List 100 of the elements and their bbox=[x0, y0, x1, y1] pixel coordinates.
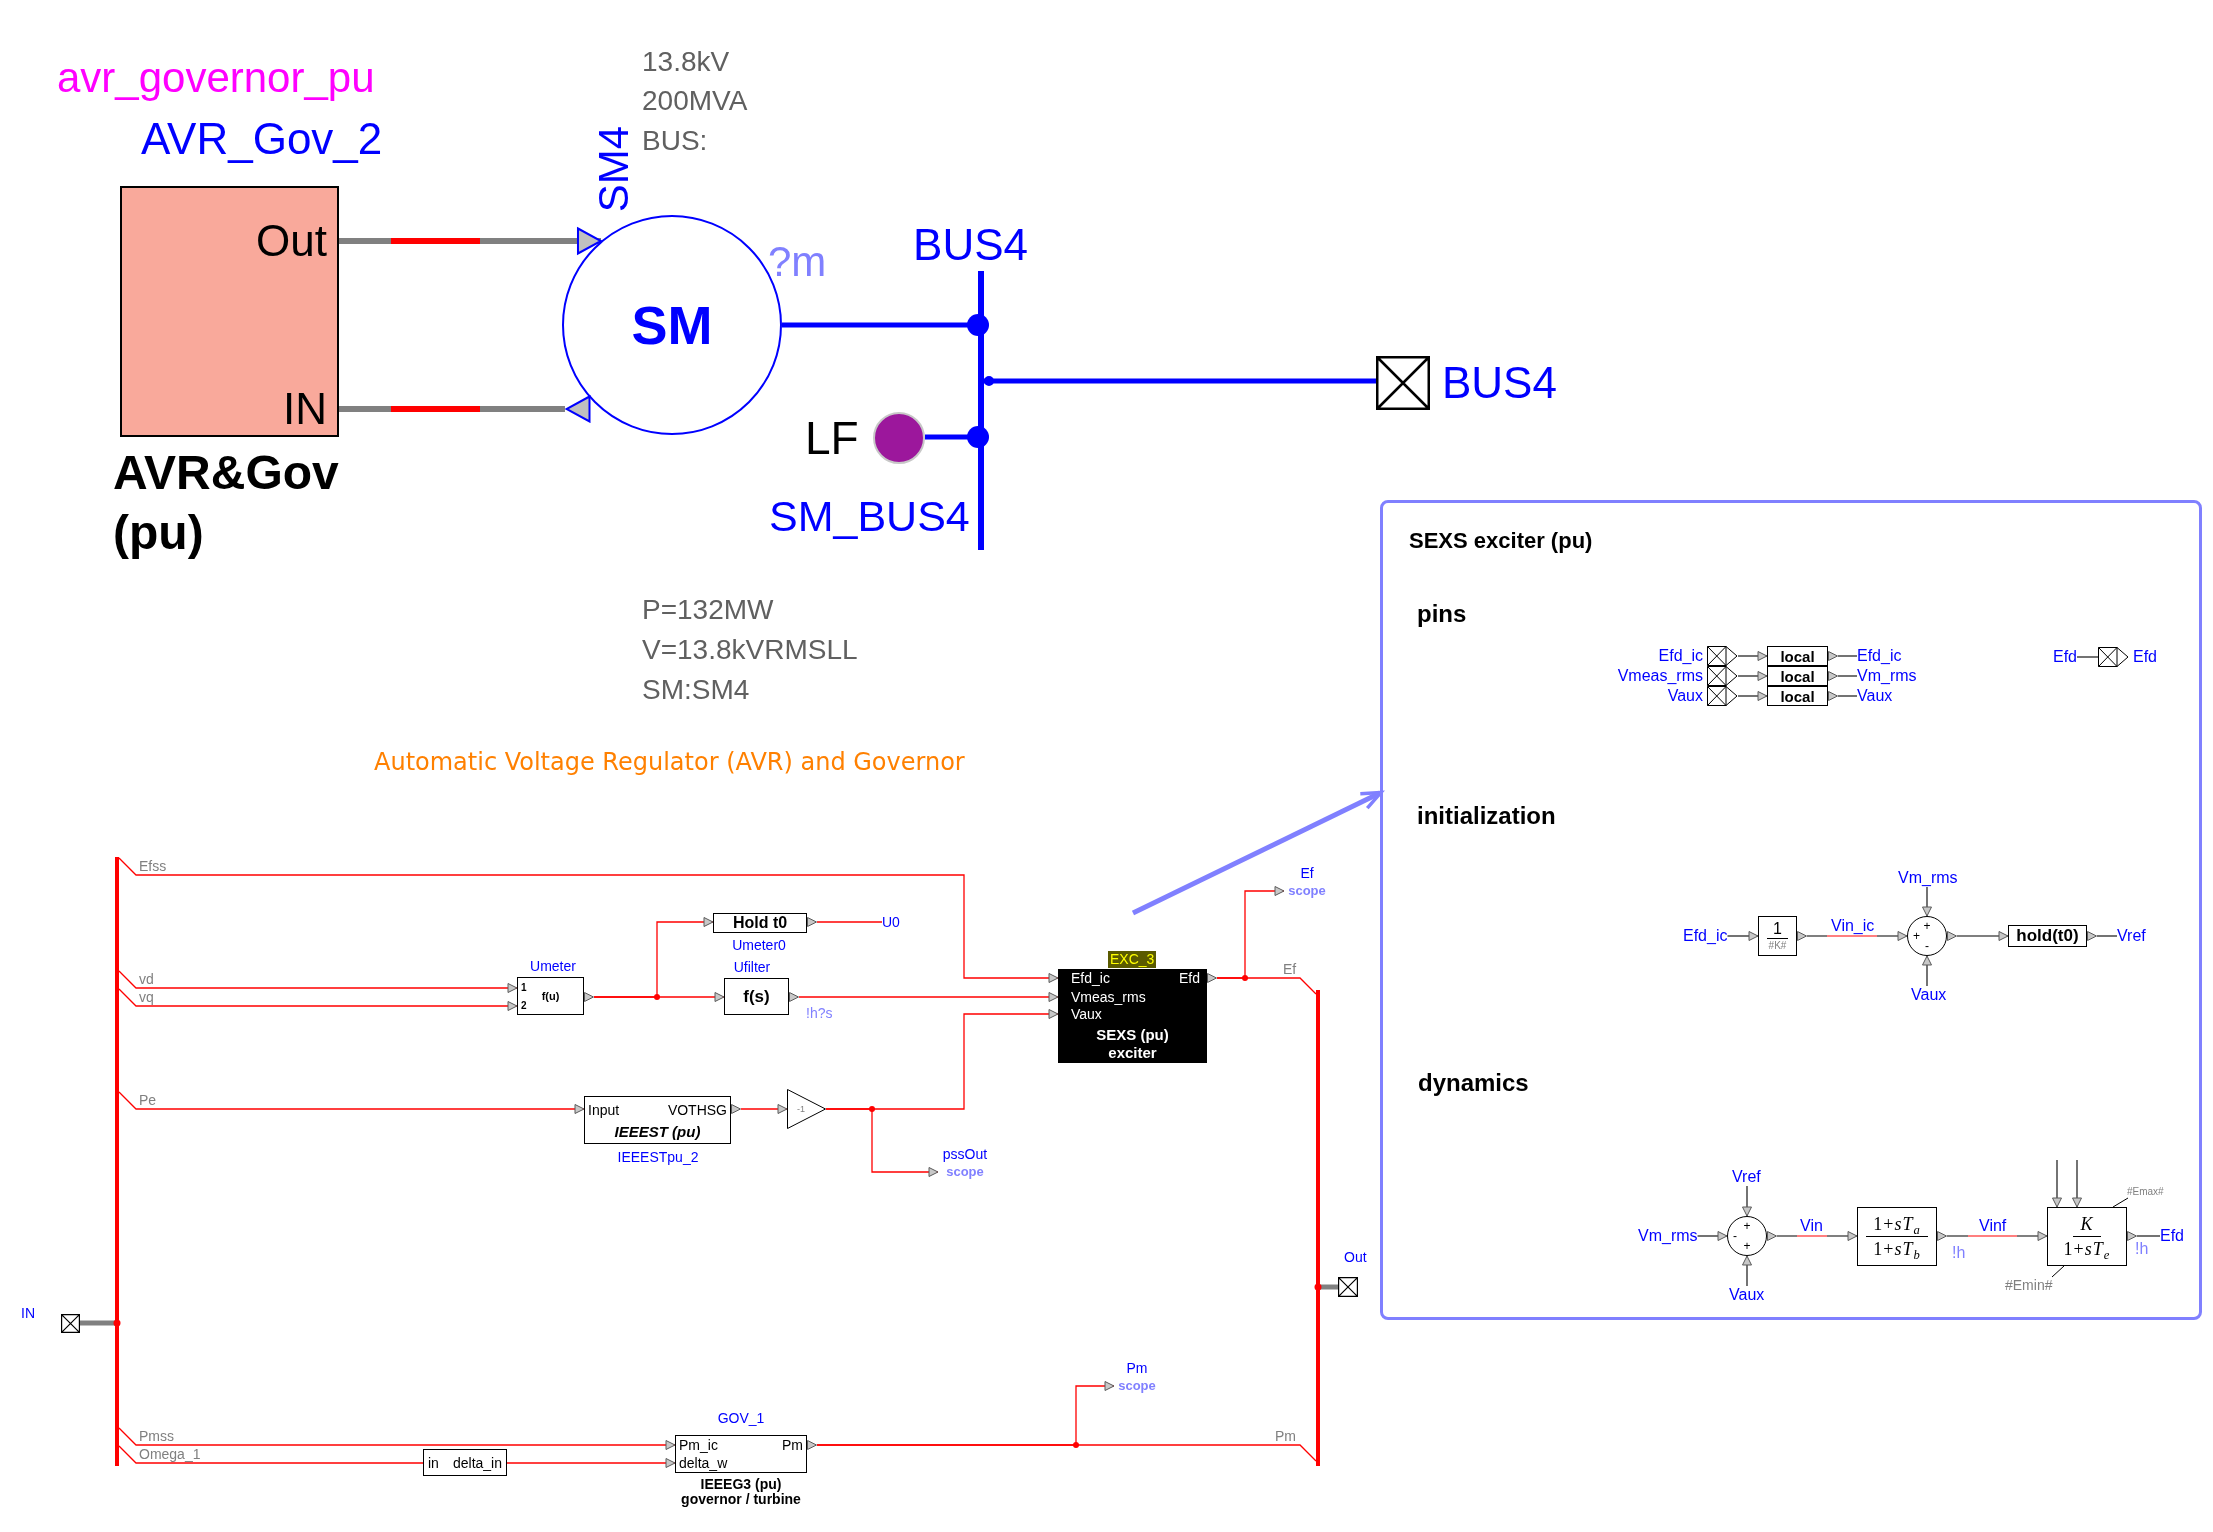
section-heading: initialization bbox=[1417, 802, 1556, 830]
port-label: Efd_ic bbox=[1071, 970, 1110, 986]
signal-label: #Emin# bbox=[2005, 1277, 2053, 1293]
sign-label: + bbox=[1923, 920, 1931, 932]
signal-line bbox=[816, 921, 883, 923]
signal-line bbox=[339, 227, 602, 255]
signal-line bbox=[1737, 651, 1768, 661]
signal-name: Ef bbox=[1300, 865, 1314, 882]
signal-line bbox=[118, 857, 1059, 983]
instance-name: EXC_3 bbox=[1108, 951, 1157, 968]
pin-label: Efd_ic bbox=[1658, 647, 1703, 665]
signal-line bbox=[2136, 1235, 2161, 1237]
signal-label: U0 bbox=[882, 914, 900, 930]
signal-line bbox=[506, 1458, 676, 1468]
sign-label: + bbox=[1743, 1240, 1751, 1252]
function-block: local bbox=[1767, 666, 1828, 686]
status-label: !h?s bbox=[806, 1005, 833, 1021]
rating-label: 13.8kV bbox=[642, 46, 730, 78]
signal-label: Efd bbox=[2160, 1227, 2184, 1245]
edge-label: Vin_ic bbox=[1830, 917, 1876, 935]
edge-label: Ef bbox=[1282, 961, 1298, 977]
diagram-heading: Automatic Voltage Regulator (AVR) and Governor bbox=[374, 747, 965, 777]
gain-value: -1 bbox=[797, 1103, 805, 1115]
port-label: Pm bbox=[782, 1437, 803, 1453]
signal-line bbox=[80, 1320, 115, 1326]
port-label: delta_w bbox=[679, 1455, 728, 1471]
numerator: 1 bbox=[1767, 919, 1788, 939]
signal-line bbox=[118, 970, 518, 993]
sign-label: + bbox=[1913, 930, 1920, 942]
signal-line bbox=[2072, 1159, 2082, 1208]
connector-label: Out bbox=[1344, 1249, 1367, 1266]
port-label: in bbox=[428, 1454, 439, 1471]
leader-line bbox=[2112, 1197, 2129, 1208]
signal-line bbox=[1837, 695, 1858, 697]
signal-line bbox=[1922, 886, 1932, 917]
leader-line bbox=[2051, 1265, 2065, 1278]
signal-name: pssOut bbox=[942, 1146, 988, 1163]
connector-label: IN bbox=[21, 1305, 35, 1322]
signal-line bbox=[740, 1104, 788, 1114]
edge-label: vd bbox=[138, 971, 155, 987]
denominator: 1+sT$_{e}$ bbox=[2063, 1238, 2111, 1260]
signal-line bbox=[1956, 931, 2009, 941]
bus-line bbox=[925, 426, 989, 448]
panel-title: SEXS exciter (pu) bbox=[1409, 528, 1593, 554]
signal-label: Vaux bbox=[1911, 986, 1947, 1004]
detail-panel bbox=[1380, 500, 2202, 1320]
port-label: Pm_ic bbox=[679, 1437, 718, 1453]
signal-line bbox=[798, 992, 1059, 1002]
parameter-label: V=13.8kVRMSLL bbox=[642, 634, 858, 666]
signal-line bbox=[1216, 977, 1317, 995]
signal-label: Efd bbox=[2053, 648, 2077, 666]
sign-label: - bbox=[1733, 1230, 1737, 1242]
signal-line bbox=[1697, 1231, 1728, 1241]
signal-bus-bar bbox=[1316, 990, 1320, 1466]
signal-line bbox=[118, 988, 518, 1011]
signal-name: Pm bbox=[1126, 1360, 1148, 1377]
scope-label: scope bbox=[946, 1163, 984, 1180]
model-name: avr_governor_pu bbox=[57, 55, 375, 101]
sign-label: + bbox=[1743, 1220, 1751, 1232]
signal-line bbox=[118, 1091, 585, 1114]
sign-label: - bbox=[1925, 940, 1929, 952]
signal-line bbox=[825, 1108, 939, 1177]
edge-label: Pmss bbox=[138, 1428, 175, 1444]
rating-label: BUS: bbox=[642, 125, 708, 157]
port-label: Out bbox=[256, 217, 327, 265]
device-label: LF bbox=[805, 412, 859, 464]
port-label: Efd bbox=[1179, 970, 1200, 986]
signal-line bbox=[1320, 1284, 1338, 1290]
machine-label: SM bbox=[631, 294, 713, 356]
instance-name: Umeter0 bbox=[732, 937, 786, 953]
instance-name: SM_BUS4 bbox=[769, 491, 970, 541]
instance-name: Umeter bbox=[530, 958, 576, 974]
signal-label: Vm_rms bbox=[1898, 869, 1958, 887]
signal-line bbox=[1776, 1231, 1858, 1241]
block-title: AVR&Gov (pu) bbox=[113, 445, 340, 561]
scope-label: scope bbox=[1118, 1377, 1156, 1394]
signal-label: Efd_ic bbox=[1857, 647, 1902, 665]
numerator: K bbox=[2073, 1213, 2101, 1237]
rating-label: 200MVA bbox=[642, 85, 748, 117]
arrow bbox=[1131, 790, 1383, 916]
signal-line bbox=[1742, 1255, 1752, 1287]
signal-line bbox=[593, 917, 714, 998]
port-number: 1 bbox=[521, 982, 527, 994]
function-block: hold(t0) bbox=[2008, 925, 2087, 947]
signal-label: Vaux bbox=[1857, 687, 1893, 705]
signal-label: Vaux bbox=[1729, 1286, 1765, 1304]
parameter-label: P=132MW bbox=[642, 594, 774, 626]
signal-line bbox=[2096, 935, 2118, 937]
function-block: Hold t0 bbox=[713, 913, 807, 933]
block-label: delta_in bbox=[452, 1454, 502, 1471]
signal-line bbox=[1726, 931, 1759, 941]
signal-line bbox=[1737, 691, 1768, 701]
section-heading: pins bbox=[1417, 600, 1467, 628]
bus-line bbox=[782, 314, 989, 336]
pin-label: Vaux bbox=[1667, 687, 1703, 705]
signal-label: Vref bbox=[2117, 927, 2146, 945]
port-label: Input bbox=[588, 1102, 620, 1118]
connector-label: BUS4 bbox=[1442, 358, 1557, 408]
edge-label: Pm bbox=[1274, 1428, 1297, 1444]
signal-line bbox=[339, 406, 565, 412]
